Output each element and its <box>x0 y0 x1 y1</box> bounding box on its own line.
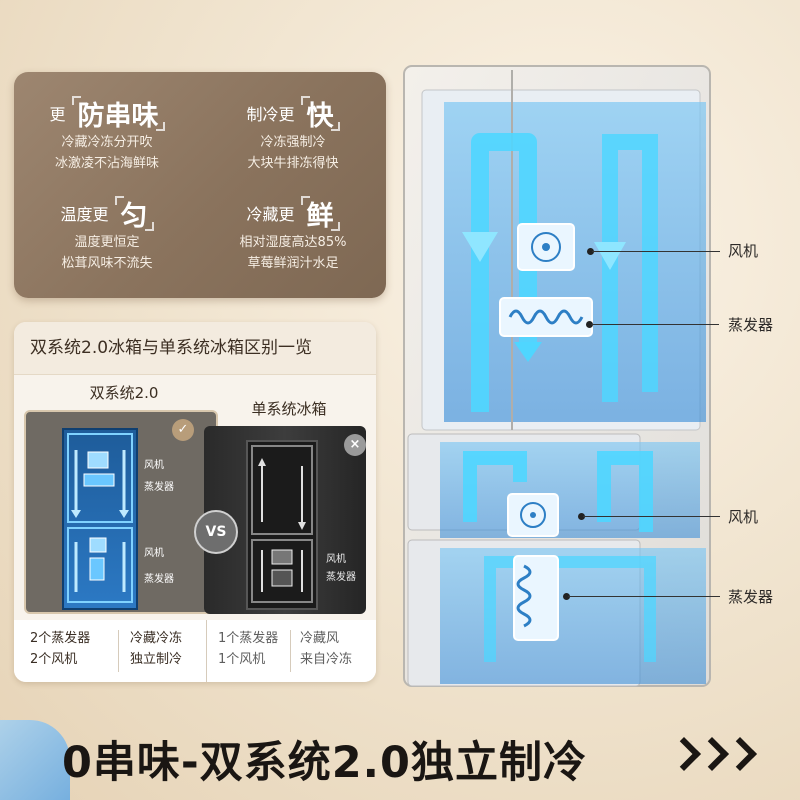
fridge-illustration <box>400 62 716 690</box>
dual-label-fan: 风机 <box>144 460 164 471</box>
feature-fast-cooling: 制冷更快 冷冻强制冷 大块牛排冻得快 <box>200 94 386 174</box>
dual-label-evaporator: 蒸发器 <box>144 574 174 585</box>
single-system-title: 单系统冰箱 <box>251 400 327 418</box>
feature-keyword: 鲜 <box>300 194 340 233</box>
feature-even-temp: 温度更匀 温度更恒定 松茸风味不流失 <box>14 194 200 274</box>
decorative-corner <box>0 720 70 800</box>
dual-label-fan: 风机 <box>144 548 164 559</box>
single-summary-right: 冷藏风 来自冷冻 <box>300 628 352 670</box>
chevron-right-icon <box>723 737 757 771</box>
single-label-evaporator: 蒸发器 <box>326 572 356 583</box>
feature-line: 冷藏冷冻分开吹 <box>61 135 153 150</box>
feature-keyword: 匀 <box>114 194 154 233</box>
feature-line: 冰激凌不沾海鲜味 <box>54 156 159 171</box>
feature-anti-odor: 更防串味 冷藏冷冻分开吹 冰激凌不沾海鲜味 <box>14 94 200 174</box>
divider <box>290 630 291 672</box>
single-summary-evaporators: 1个蒸发器 <box>218 631 279 646</box>
feature-card: 更防串味 冷藏冷冻分开吹 冰激凌不沾海鲜味 制冷更快 冷冻强制冷 大块牛排冻得快… <box>14 72 386 298</box>
dual-summary-line: 冷藏冷冻 <box>130 631 183 646</box>
callout-fan-upper: 风机 <box>728 242 759 260</box>
callout-dot <box>587 248 594 255</box>
feature-freshness: 冷藏更鲜 相对湿度高达85% 草莓鲜润汁水足 <box>200 194 386 274</box>
callout-evaporator-lower: 蒸发器 <box>728 588 774 606</box>
comparison-title: 双系统2.0冰箱与单系统冰箱区别一览 <box>14 322 376 375</box>
callout-dot <box>578 513 585 520</box>
callout-fan-lower: 风机 <box>728 508 759 526</box>
divider <box>118 630 119 672</box>
callout-dot <box>563 593 570 600</box>
single-summary-line: 来自冷冻 <box>300 652 353 667</box>
single-summary-left: 1个蒸发器 1个风机 <box>218 628 278 670</box>
single-airflow-diagram <box>251 445 313 603</box>
callout-line <box>568 596 720 597</box>
feature-prefix: 温度更 <box>60 205 109 224</box>
dual-airflow-diagram <box>67 433 133 603</box>
dual-summary-left: 2个蒸发器 2个风机 <box>30 628 90 670</box>
single-summary-line: 冷藏风 <box>300 631 340 646</box>
feature-line: 草莓鲜润汁水足 <box>247 256 339 271</box>
dual-system-title: 双系统2.0 <box>89 384 159 402</box>
feature-line: 大块牛排冻得快 <box>247 156 339 171</box>
callout-line <box>592 251 720 252</box>
feature-keyword: 防串味 <box>71 94 165 133</box>
comparison-summary: 2个蒸发器 2个风机 冷藏冷冻 独立制冷 1个蒸发器 1个风机 冷藏风 来自冷冻 <box>14 620 376 682</box>
single-label-fan: 风机 <box>326 554 346 565</box>
feature-prefix: 制冷更 <box>246 105 295 124</box>
feature-prefix: 更 <box>49 105 66 124</box>
close-icon: × <box>344 434 366 456</box>
vs-badge: VS <box>194 510 238 554</box>
feature-prefix: 冷藏更 <box>246 205 295 224</box>
callout-line <box>583 516 720 517</box>
dual-label-evaporator: 蒸发器 <box>144 482 174 493</box>
dual-summary-line: 独立制冷 <box>130 652 183 667</box>
dual-summary-right: 冷藏冷冻 独立制冷 <box>130 628 182 670</box>
feature-line: 松茸风味不流失 <box>61 256 153 271</box>
divider <box>206 620 207 682</box>
comparison-card: 双系统2.0冰箱与单系统冰箱区别一览 双系统2.0 单系统冰箱 风机 蒸发器 风… <box>14 322 376 682</box>
dual-summary-fans: 2个风机 <box>30 652 78 667</box>
fridge-airflow-diagram <box>403 65 711 687</box>
callout-line <box>591 324 719 325</box>
callout-evaporator-upper: 蒸发器 <box>728 316 774 334</box>
banner-title: 0串味-双系统2.0独立制冷 <box>62 738 587 788</box>
dual-mini-fridge <box>62 428 138 610</box>
check-icon: ✓ <box>172 419 194 441</box>
feature-keyword: 快 <box>300 94 340 133</box>
single-mini-fridge <box>246 440 318 610</box>
dual-summary-evaporators: 2个蒸发器 <box>30 631 91 646</box>
callout-dot <box>586 321 593 328</box>
feature-line: 温度更恒定 <box>74 235 140 250</box>
single-summary-fans: 1个风机 <box>218 652 266 667</box>
feature-line: 冷冻强制冷 <box>260 135 326 150</box>
feature-line: 相对湿度高达85% <box>239 235 347 250</box>
